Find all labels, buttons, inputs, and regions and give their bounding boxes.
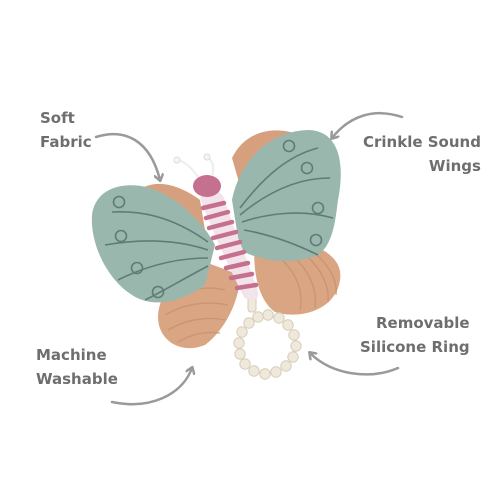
silicone-ring (233, 289, 302, 380)
curved-arrow-icon (332, 111, 404, 138)
callout-line: Soft (40, 109, 75, 127)
curved-arrow-icon (310, 353, 400, 376)
callout-line: Washable (36, 370, 118, 388)
callout-line: Crinkle Sound (363, 133, 481, 151)
callout-silicone-ring: Removable Silicone Ring (360, 311, 470, 359)
front-wing-left (91, 185, 215, 303)
front-wing-right (232, 130, 341, 262)
callout-crinkle-wings: Crinkle Sound Wings (363, 130, 481, 178)
curved-arrow-icon (110, 368, 192, 406)
callout-line: Silicone Ring (360, 338, 470, 356)
callout-machine-washable: Machine Washable (36, 343, 118, 391)
callout-soft-fabric: Soft Fabric (40, 106, 92, 154)
butterfly-body (173, 153, 259, 301)
callout-line: Machine (36, 346, 107, 364)
callout-line: Removable (375, 314, 470, 332)
callout-line: Fabric (40, 133, 92, 151)
curved-arrow-icon (94, 132, 160, 180)
callout-line: Wings (428, 157, 481, 175)
